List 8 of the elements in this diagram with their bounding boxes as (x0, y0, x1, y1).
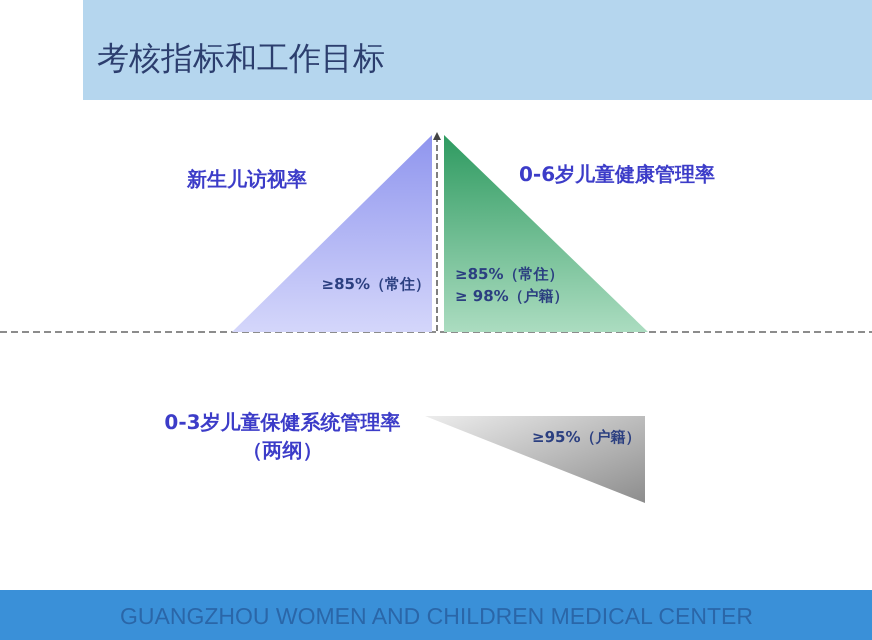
triangle-heading: 0-6岁儿童健康管理率 (519, 161, 716, 188)
target-value: ≥85%（常住） (455, 264, 564, 285)
slide-title: 考核指标和工作目标 (97, 38, 385, 78)
triangle-heading: 0-3岁儿童保健系统管理率（两纲） (163, 409, 402, 464)
triangle-heading: 新生儿访视率 (187, 166, 307, 193)
target-value: ≥ 98%（户籍） (455, 286, 569, 307)
target-value: ≥95%（户籍） (532, 427, 640, 448)
target-value: ≥85%（常住） (322, 274, 430, 295)
